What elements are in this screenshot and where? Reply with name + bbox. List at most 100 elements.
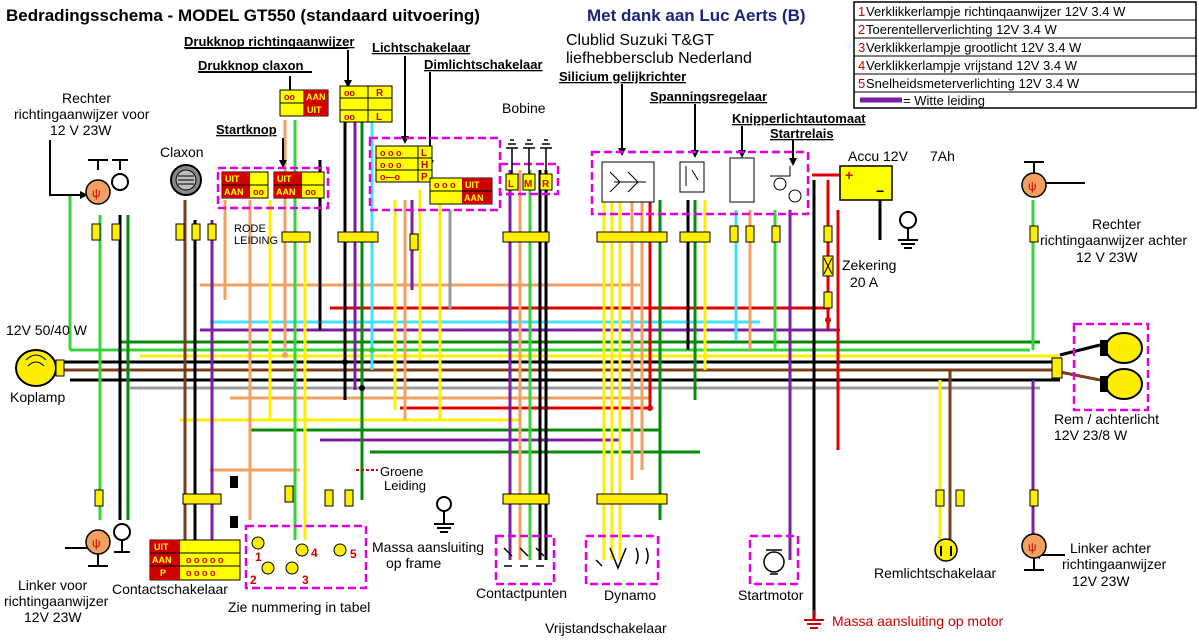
- ignition-coils: L M R: [498, 139, 560, 196]
- svg-text:5: 5: [350, 547, 357, 561]
- svg-text:L: L: [376, 112, 382, 123]
- svg-text:Verklikkerlampje richtinqaanwi: Verklikkerlampje richtinqaanwijzer 12V 3…: [866, 4, 1126, 19]
- svg-text:Toerentellerverlichting 12V 3.: Toerentellerverlichting 12V 3.4 W: [866, 22, 1057, 37]
- svg-text:o—o: o—o: [380, 172, 400, 182]
- svg-text:P: P: [421, 172, 428, 183]
- label-zekering: Zekering: [842, 257, 896, 273]
- svg-text:M: M: [524, 179, 532, 190]
- label-groene-2: Leiding: [384, 478, 426, 493]
- label-linker-voor-2: richtingaanwijzer: [4, 593, 109, 609]
- svg-text:UIT: UIT: [465, 180, 480, 190]
- left-front-indicator: ψ: [85, 523, 131, 567]
- label-knipperlicht: Knipperlichtautomaat: [732, 111, 866, 126]
- legend-row-4: 4 Verklikkerlampje vrijstand 12V 3.4 W: [858, 58, 1078, 73]
- svg-text:Snelheidsmeterverlichting 12V: Snelheidsmeterverlichting 12V 3.4 W: [866, 76, 1080, 91]
- svg-text:1: 1: [255, 550, 262, 564]
- svg-text:oo: oo: [305, 187, 316, 197]
- label-claxon: Claxon: [160, 144, 204, 160]
- label-koplamp: Koplamp: [10, 389, 65, 405]
- svg-text:L: L: [508, 179, 514, 190]
- club-line-1: Clublid Suzuki T&GT: [566, 32, 714, 49]
- horn: [170, 164, 202, 196]
- svg-text:o o o: o o o: [380, 148, 402, 158]
- svg-text:oo: oo: [344, 112, 355, 122]
- label-linker-voor-1: Linker voor: [18, 577, 88, 593]
- label-linker-voor-3: 12V 23W: [24, 609, 82, 625]
- svg-text:o o o: o o o: [434, 180, 456, 190]
- ignition-switch: UIT AAN P o o o o o o o o o: [149, 539, 241, 581]
- connector-blocks: [91, 223, 1063, 507]
- legend-row-5: 5 Snelheidsmeterverlichting 12V 3.4 W: [858, 76, 1080, 91]
- engine-ground: [804, 610, 824, 629]
- svg-text:P: P: [160, 568, 166, 578]
- regulator-rectifier-box: [590, 150, 810, 216]
- label-massa-motor: Massa aansluiting op motor: [832, 613, 1004, 629]
- frame-ground: [434, 496, 454, 533]
- label-rechter-voor-1: Rechter: [62, 90, 111, 106]
- green-wire-marker: [230, 469, 378, 528]
- svg-text:UIT: UIT: [277, 174, 292, 184]
- label-drukknop-claxon: Drukknop claxon: [198, 58, 304, 73]
- label-lichtschakelaar: Lichtschakelaar: [372, 40, 470, 55]
- svg-text:UIT: UIT: [307, 105, 322, 115]
- horn-button-switch: AAN UIT oo: [279, 89, 329, 117]
- club-line-2: liefhebbersclub Nederland: [566, 50, 752, 67]
- svg-text:UIT: UIT: [154, 542, 169, 552]
- label-silicium: Silicium gelijkrichter: [559, 69, 686, 84]
- credit: Met dank aan Luc Aerts (B): [587, 6, 806, 25]
- label-zie-nummering: Zie nummering in tabel: [228, 599, 370, 615]
- brake-light-switch: [934, 538, 958, 562]
- svg-text:Verklikkerlampje vrijstand 12V: Verklikkerlampje vrijstand 12V 3.4 W: [866, 58, 1078, 73]
- label-massa-frame-2: op frame: [386, 555, 441, 571]
- svg-text:−: −: [876, 183, 884, 199]
- right-rear-indicator: ψ: [1021, 161, 1047, 198]
- label-rode-2: LEIDING: [234, 235, 278, 247]
- dynamo: [584, 534, 660, 586]
- svg-text:2: 2: [250, 573, 257, 587]
- battery: + −: [839, 165, 918, 249]
- legend-row-3: 3 Verklikkerlampje grootlicht 12V 3.4 W: [858, 40, 1082, 55]
- svg-text:H: H: [421, 160, 428, 171]
- label-rem-2: 12V 23/8 W: [1054, 427, 1128, 443]
- label-koplamp-spec: 12V 50/40 W: [6, 322, 88, 338]
- svg-text:AAN: AAN: [152, 555, 172, 565]
- legend-table: 1 Verklikkerlampje richtinqaanwijzer 12V…: [853, 1, 1197, 109]
- label-accu: Accu 12V: [848, 148, 909, 164]
- svg-text:ψ: ψ: [1028, 179, 1037, 193]
- label-rechter-voor-3: 12 V 23W: [50, 122, 112, 138]
- page-title: Bedradingsschema - MODEL GT550 (standaar…: [6, 6, 480, 25]
- svg-text:2: 2: [858, 22, 865, 37]
- label-bobine: Bobine: [502, 100, 546, 116]
- svg-text:UIT: UIT: [225, 174, 240, 184]
- label-contactpunten: Contactpunten: [476, 585, 567, 601]
- svg-text:5: 5: [858, 76, 865, 91]
- starter-motor: [748, 534, 800, 586]
- label-contactschakelaar: Contactschakelaar: [112, 581, 228, 597]
- label-startknop: Startknop: [216, 122, 277, 137]
- svg-text:ψ: ψ: [1028, 540, 1037, 554]
- svg-text:o o o o o: o o o o o: [186, 555, 224, 565]
- start-button-switch: UIT AAN oo UIT AAN oo: [216, 166, 330, 210]
- svg-text:L: L: [421, 148, 427, 159]
- legend-row-1: 1 Verklikkerlampje richtinqaanwijzer 12V…: [858, 4, 1126, 19]
- svg-text:oo: oo: [344, 88, 355, 98]
- svg-text:Verklikkerlampje grootlicht 12: Verklikkerlampje grootlicht 12V 3.4 W: [866, 40, 1082, 55]
- label-rode-1: RODE: [234, 223, 266, 235]
- fuse: [822, 255, 834, 277]
- svg-text:AAN: AAN: [464, 193, 484, 203]
- label-startmotor: Startmotor: [738, 587, 804, 603]
- label-rechter-voor-2: richtingaanwijzer voor: [14, 106, 150, 122]
- label-linker-achter-1: Linker achter: [1070, 540, 1151, 556]
- right-front-indicator: ψ: [85, 159, 129, 205]
- rear-brake-light: [1072, 322, 1150, 412]
- headlamp: [15, 349, 65, 387]
- svg-text:o o o: o o o: [380, 160, 402, 170]
- svg-text:= Witte leiding: = Witte leiding: [903, 93, 985, 108]
- label-dynamo: Dynamo: [604, 587, 656, 603]
- legend-row-2: 2 Toerentellerverlichting 12V 3.4 W: [858, 22, 1057, 37]
- label-arrows: [49, 47, 1085, 556]
- label-massa-frame-1: Massa aansluiting: [372, 539, 484, 555]
- svg-text:+: +: [845, 167, 853, 183]
- svg-text:AAN: AAN: [306, 92, 326, 102]
